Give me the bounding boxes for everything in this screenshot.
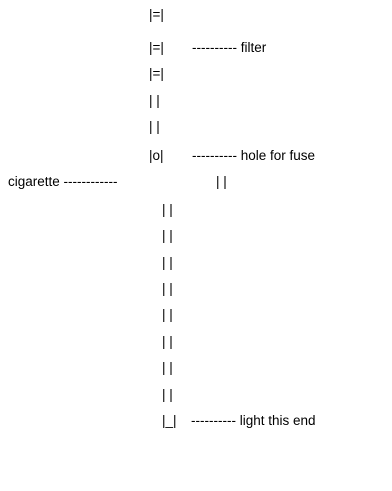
cigarette-body-segment: | | (162, 307, 173, 322)
cigarette-body-segment: |=| (149, 40, 164, 55)
cigarette-body-segment: | | (162, 334, 173, 349)
cigarette-body-segment: | | (162, 255, 173, 270)
cigarette-body-segment: | | (162, 228, 173, 243)
cigarette-body-segment: | | (162, 202, 173, 217)
diagram-line: cigarette ------------ | | (0, 172, 227, 192)
diagram-line: |o| ---------- hole for fuse (0, 146, 315, 166)
diagram-line: | | (0, 332, 173, 352)
hole-for-fuse-label: ---------- hole for fuse (192, 148, 316, 163)
diagram-line: |=| (0, 64, 164, 84)
cigarette-fuse-diagram: |=| |=| ---------- filter |=| | | | | |o… (0, 5, 316, 431)
cigarette-body-segment: | | (162, 281, 173, 296)
diagram-line: | | (0, 117, 160, 137)
cigarette-lit-end-segment: |_| (162, 413, 177, 428)
cigarette-body-segment: | | (149, 119, 160, 134)
diagram-line: | | (0, 253, 173, 273)
diagram-line: |=| ---------- filter (0, 38, 266, 58)
diagram-line: | | (0, 385, 173, 405)
fuse-hole-segment: |o| (149, 148, 164, 163)
cigarette-body-segment: | | (216, 174, 227, 189)
light-this-end-label: ---------- light this end (191, 413, 316, 428)
cigarette-body-segment: | | (162, 360, 173, 375)
cigarette-label: cigarette ------------ (8, 174, 118, 189)
diagram-line: | | (0, 200, 173, 220)
diagram-line: | | (0, 91, 160, 111)
filter-label: ---------- filter (192, 40, 267, 55)
diagram-line: | | (0, 279, 173, 299)
cigarette-body-segment: |=| (149, 7, 164, 22)
cigarette-body-segment: |=| (149, 66, 164, 81)
diagram-line: |_| ---------- light this end (0, 411, 316, 431)
diagram-line: | | (0, 226, 173, 246)
cigarette-body-segment: | | (149, 93, 160, 108)
cigarette-body-segment: | | (162, 387, 173, 402)
diagram-line: | | (0, 358, 173, 378)
diagram-line: | | (0, 305, 173, 325)
diagram-line: |=| (0, 5, 164, 25)
